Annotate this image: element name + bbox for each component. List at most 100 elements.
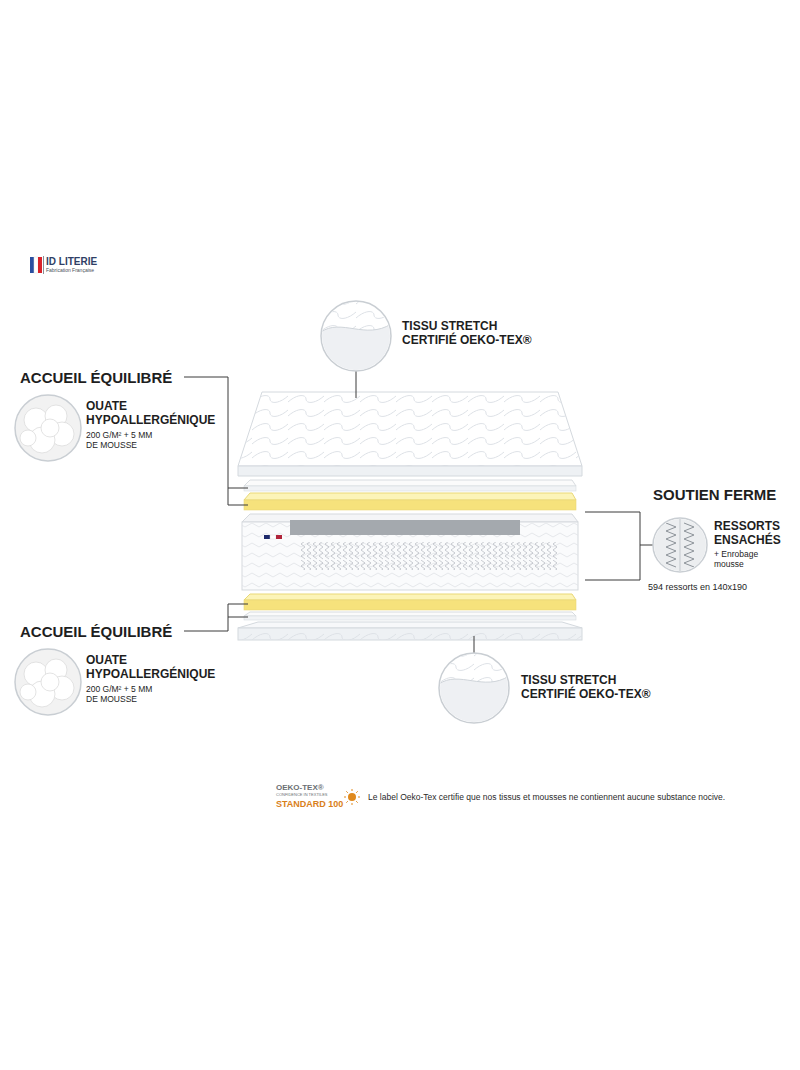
oekotex-sun [344, 789, 360, 805]
footnote: Le label Oeko-Tex certifie que nos tissu… [368, 793, 725, 803]
support-callout: SOUTIEN FERME RESSORTS ENSACHÉS+ Enrobage… [648, 486, 798, 595]
wadding-front [244, 486, 576, 491]
leader-line [228, 604, 248, 605]
leader-lines [184, 371, 653, 653]
callout-title: TISSU STRETCH CERTIFIÉ OEKO-TEX® [521, 673, 671, 701]
callout-title: TISSU STRETCH CERTIFIÉ OEKO-TEX® [402, 319, 552, 347]
cotton-tuft [20, 684, 36, 700]
core-springs [300, 542, 558, 570]
spring-icon [653, 518, 707, 572]
fabric-fold [439, 676, 509, 723]
section-heading: SOUTIEN FERME [653, 486, 796, 504]
fabric-icon [439, 653, 509, 723]
sun-ray [352, 789, 353, 791]
sun-ray [356, 801, 358, 803]
fabric-texture [321, 301, 391, 371]
sun-ray [346, 801, 348, 803]
fabric-texture [439, 653, 509, 723]
leader-line [184, 604, 228, 631]
panel-quilting [238, 392, 582, 466]
spring-coil [666, 523, 676, 567]
icon-circle [439, 653, 509, 723]
sun-disc [348, 793, 356, 801]
icon-circle [15, 649, 81, 715]
callout-title: OUATE HYPOALLERGÉNIQUE [86, 653, 236, 681]
top-panel [238, 392, 582, 476]
leader-line [228, 505, 248, 506]
leader-line [184, 377, 228, 505]
wadding-icon [15, 395, 81, 461]
panel-top-face [238, 392, 582, 466]
panel-top-face [238, 622, 582, 628]
core-flag [264, 535, 270, 539]
sun-ray [352, 803, 353, 805]
certification-standard: STANDARD 100 [276, 799, 343, 809]
spring-pocket [654, 519, 706, 571]
core-flag [276, 535, 282, 539]
leader-line [640, 545, 653, 546]
sun-ray [346, 791, 348, 793]
leader-line [228, 488, 248, 489]
leader-line [356, 371, 357, 398]
wadding-icon [15, 649, 81, 715]
cotton-tuft [20, 430, 36, 446]
icon-circle [653, 518, 707, 572]
callout-title: OUATE HYPOALLERGÉNIQUE [86, 399, 236, 427]
icon-circle [15, 395, 81, 461]
logo-bar [43, 256, 44, 274]
wadding-top [244, 612, 576, 616]
pocket-seam [680, 519, 681, 571]
comfort-callout: ACCUEIL ÉQUILIBRÉ OUATE HYPOALLERGÉNIQUE 2… [14, 623, 238, 707]
spec-note: 594 ressorts en 140x190 [648, 582, 796, 593]
brand-logo [30, 256, 44, 274]
section-heading: ACCUEIL ÉQUILIBRÉ [20, 369, 200, 387]
leader-line [228, 617, 248, 618]
section-heading: ACCUEIL ÉQUILIBRÉ [20, 623, 200, 641]
wadding-layer [244, 480, 576, 491]
core-flag [270, 535, 276, 539]
brand-tagline: Fabrication Française [46, 268, 94, 274]
cotton-tuft [41, 673, 59, 691]
panel-front-face [238, 466, 582, 476]
callout-note: + Enrobage mousse [714, 549, 774, 569]
bottom-panel [238, 622, 582, 640]
callout-note: 200 G/M² + 5 MM DE MOUSSE [86, 684, 166, 704]
fabric-callout: TISSU STRETCH CERTIFIÉ OEKO-TEX® [521, 673, 673, 704]
wadding-layer [244, 612, 576, 620]
fabric-icon [321, 301, 391, 371]
foam-layer [244, 594, 576, 610]
foam-top [244, 594, 576, 600]
leader-line [474, 636, 475, 653]
fabric-edge [321, 324, 391, 332]
fabric-edge [439, 676, 509, 684]
flag-blue [30, 257, 34, 273]
spring-coil [684, 523, 694, 567]
fabric-callout: TISSU STRETCH CERTIFIÉ OEKO-TEX® [402, 319, 554, 350]
flag-white [34, 257, 38, 273]
foam-front [244, 600, 576, 610]
sun-ray [356, 791, 358, 793]
comfort-callout: ACCUEIL ÉQUILIBRÉ OUATE HYPOALLERGÉNIQUE 2… [14, 369, 238, 453]
flag-red [38, 257, 42, 273]
icon-circle [321, 301, 391, 371]
wadding-top [244, 480, 576, 486]
foam-layer [244, 493, 576, 510]
certification-logo: OEKO-TEX® [276, 783, 324, 792]
sun-ray [358, 797, 360, 798]
core-band [290, 520, 520, 535]
brand-name: ID LITERIE [46, 256, 97, 268]
panel-quilting [238, 628, 582, 640]
callout-note: 200 G/M² + 5 MM DE MOUSSE [86, 430, 166, 450]
wadding-front [244, 616, 576, 620]
spring-core [242, 514, 578, 590]
bracket [585, 512, 640, 580]
foam-front [244, 500, 576, 510]
fabric-fold [321, 324, 391, 371]
foam-top [244, 493, 576, 500]
panel-front-face [238, 628, 582, 640]
sun-ray [344, 797, 346, 798]
callout-title: RESSORTS ENSACHÉS [714, 519, 796, 547]
certification-tagline: CONFIDENCE IN TEXTILES [276, 793, 328, 798]
